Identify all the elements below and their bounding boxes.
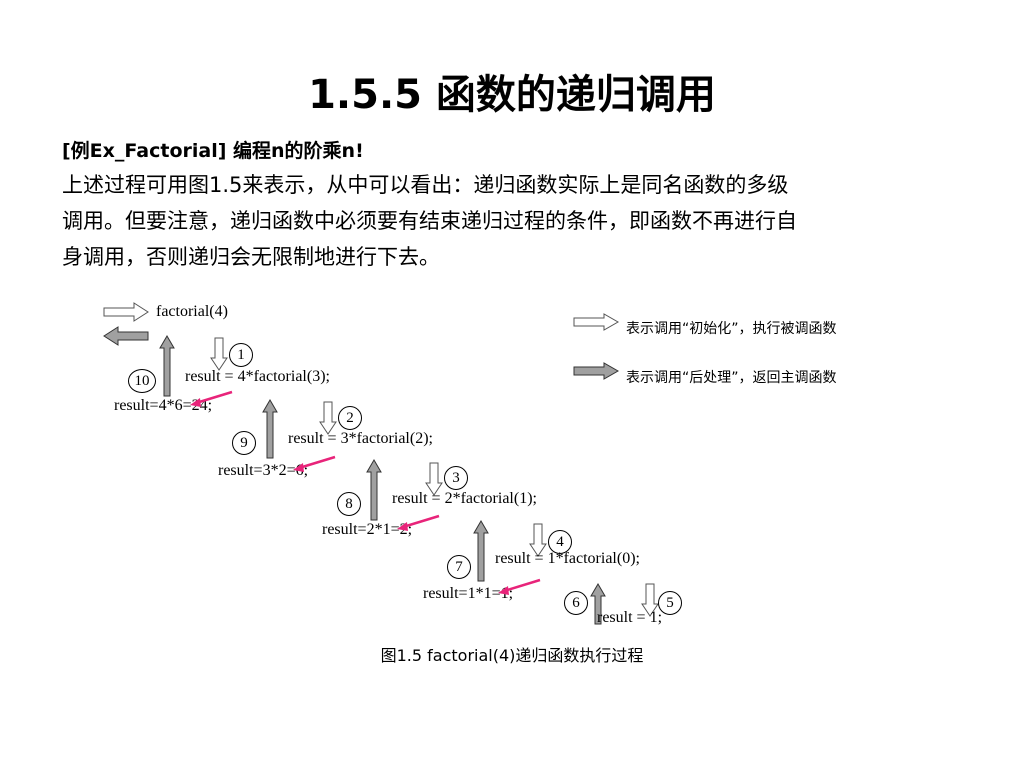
- call-line-4: result = 1*factorial(0);: [495, 550, 640, 567]
- return-arrow-up-icon: [159, 335, 175, 397]
- step-2: 2: [338, 406, 362, 430]
- page-title: 1.5.5 函数的递归调用: [308, 72, 716, 118]
- return-line-3: result=2*1=2;: [322, 521, 413, 538]
- step-10: 10: [128, 369, 156, 393]
- legend-call-label: 表示调用“初始化”，执行被调函数: [626, 321, 837, 337]
- step-9: 9: [232, 431, 256, 455]
- root-call-label: factorial(4): [156, 303, 228, 320]
- step-1: 1: [229, 343, 253, 367]
- pointer-arrow-icon: [498, 578, 541, 595]
- example-heading: [例Ex_Factorial] 编程n的阶乘n!: [62, 140, 364, 162]
- step-4: 4: [548, 530, 572, 554]
- call-arrow-down-icon: [210, 337, 228, 371]
- paragraph-line-1: 上述过程可用图1.5来表示，从中可以看出：递归函数实际上是同名函数的多级: [62, 173, 789, 197]
- pointer-arrow-icon: [190, 390, 233, 407]
- return-arrow-up-icon: [366, 459, 382, 521]
- pointer-arrow-icon: [293, 455, 336, 472]
- return-arrow-up-icon: [473, 520, 489, 582]
- legend-return-label: 表示调用“后处理”，返回主调函数: [626, 370, 837, 386]
- return-arrow-left-icon: [103, 326, 149, 346]
- call-arrow-right-icon: [103, 302, 149, 322]
- legend-return-arrow-icon: [573, 362, 620, 380]
- step-5: 5: [658, 591, 682, 615]
- paragraph-line-3: 身调用，否则递归会无限制地进行下去。: [62, 245, 440, 269]
- call-line-3: result = 2*factorial(1);: [392, 490, 537, 507]
- step-7: 7: [447, 555, 471, 579]
- legend-call-arrow-icon: [573, 313, 620, 331]
- return-line-4: result=1*1=1;: [423, 585, 514, 602]
- return-arrow-up-icon: [262, 399, 278, 459]
- call-line-2: result = 3*factorial(2);: [288, 430, 433, 447]
- return-line-1: result=4*6=24;: [114, 397, 213, 414]
- return-line-2: result=3*2=6;: [218, 462, 309, 479]
- call-arrow-down-icon: [529, 523, 547, 557]
- step-6: 6: [564, 591, 588, 615]
- pointer-arrow-icon: [397, 514, 440, 531]
- call-line-1: result = 4*factorial(3);: [185, 368, 330, 385]
- call-arrow-down-icon: [319, 401, 337, 435]
- call-arrow-down-icon: [641, 583, 659, 617]
- step-3: 3: [444, 466, 468, 490]
- base-case-line: result = 1;: [597, 609, 663, 626]
- figure-caption: 图1.5 factorial(4)递归函数执行过程: [380, 646, 644, 665]
- call-arrow-down-icon: [425, 462, 443, 496]
- return-arrow-up-icon: [590, 583, 606, 625]
- paragraph-line-2: 调用。但要注意，递归函数中必须要有结束递归过程的条件，即函数不再进行自: [62, 209, 797, 233]
- step-8: 8: [337, 492, 361, 516]
